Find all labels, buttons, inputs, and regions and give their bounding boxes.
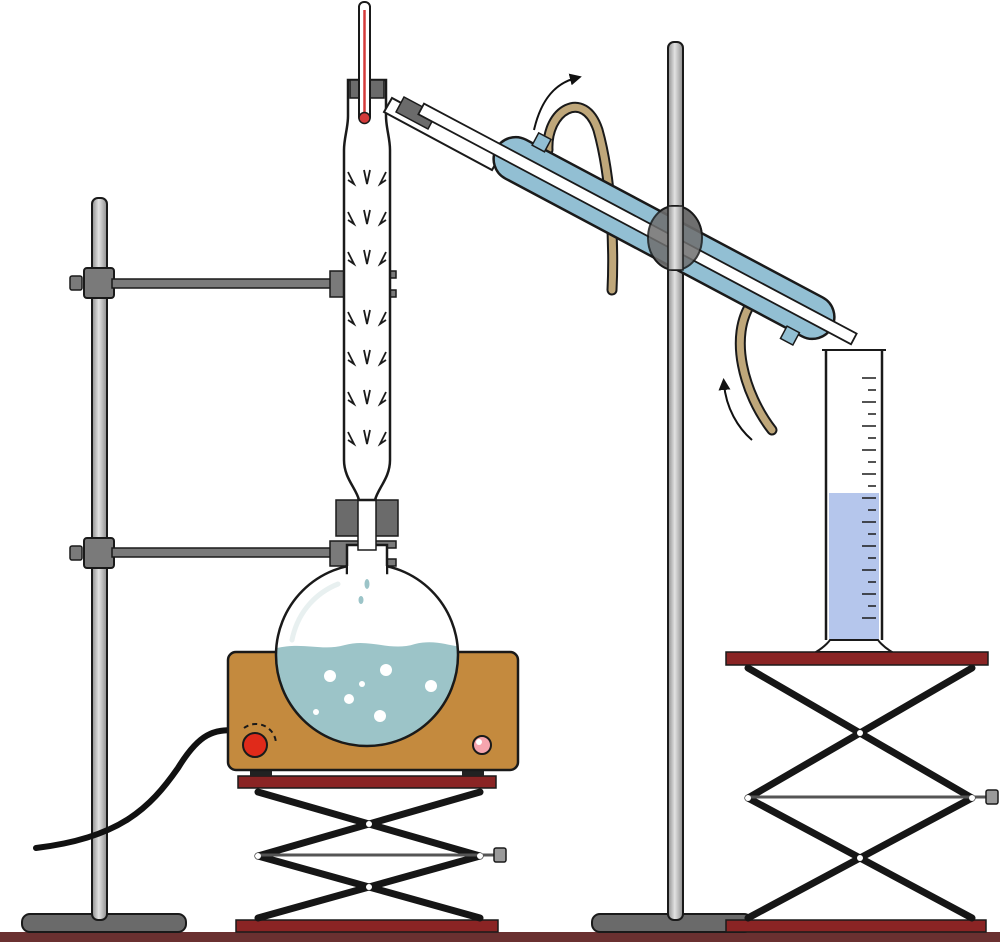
retort-stand-left [21,197,397,933]
floor [0,932,1000,942]
side-arm [382,95,502,172]
jack-top-plate-left [237,775,497,789]
condenser-inner-tube [417,102,858,346]
cylinder-liquid [829,493,879,643]
jack-knob-left[interactable] [493,847,507,863]
condensate-drops [358,579,370,604]
graduated-cylinder [812,349,896,653]
round-bottom-flask [274,543,460,748]
inlet-nozzle [531,131,553,153]
fractionating-column [335,78,399,551]
hose-bottom [734,296,778,436]
outlet-nozzle [779,325,801,347]
jack-bottom-plate-right [725,919,987,933]
hose-top [542,102,619,296]
jack-top-plate-right [725,651,989,666]
bubbles [313,664,437,722]
stand-rod-right [667,41,684,921]
jack-bottom-plate-left [235,919,499,933]
water-out-arrow [533,73,582,131]
thermometer [358,1,371,125]
column-indentations [347,169,387,447]
cylinder-graduations [862,377,876,619]
water-in-arrow [718,378,753,441]
retort-stand-right [591,41,753,933]
lab-jack-right [725,651,999,933]
jack-knob-right[interactable] [985,789,999,805]
power-cable [33,727,239,851]
liebig-condenser [417,102,858,436]
thermometer-bulb [358,111,371,125]
lab-jack-left [235,775,507,933]
heater-knob[interactable] [242,732,268,758]
indicator-light [472,735,492,755]
knob-dial-arc [243,723,277,745]
